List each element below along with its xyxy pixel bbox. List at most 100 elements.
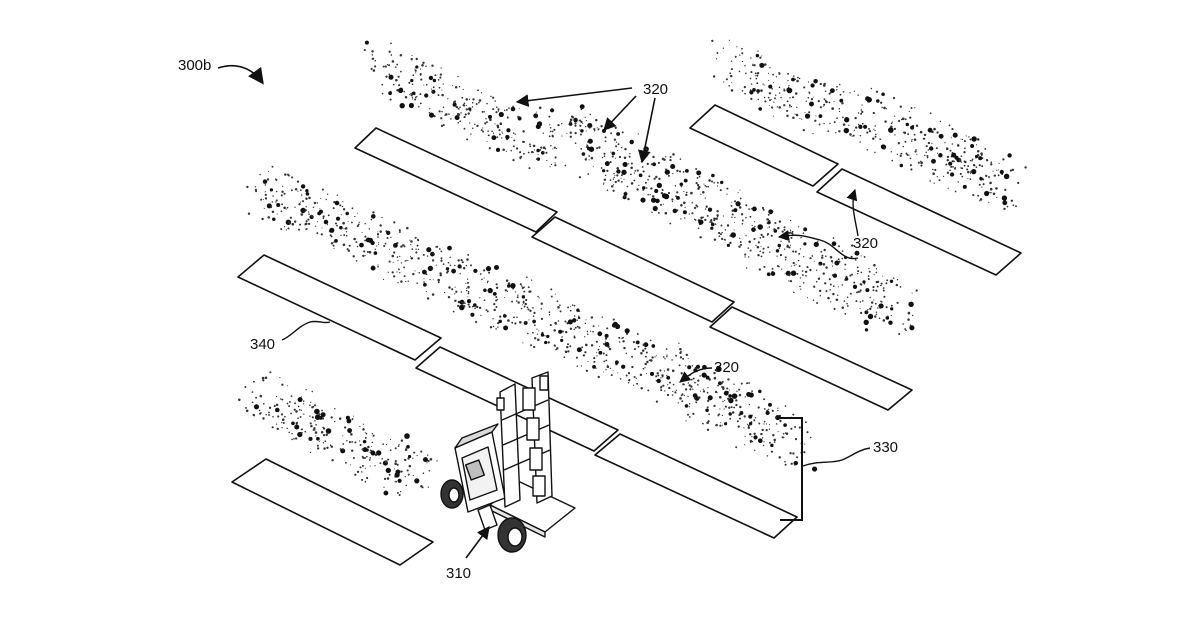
plant-point <box>610 368 611 369</box>
plant-point <box>685 169 689 173</box>
plant-point <box>322 189 324 191</box>
plant-point <box>279 377 280 378</box>
plant-point <box>704 185 706 187</box>
plant-point <box>827 130 829 132</box>
plant-point <box>950 172 954 176</box>
plant-point <box>399 494 401 496</box>
plant-point <box>619 341 620 342</box>
plant-point <box>674 391 676 393</box>
plant-point <box>572 304 573 305</box>
plant-point <box>665 156 666 157</box>
plant-point <box>851 256 853 258</box>
plant-point <box>305 198 307 200</box>
plant-point <box>776 423 778 425</box>
plant-point <box>658 178 660 180</box>
plant-point <box>598 325 599 326</box>
plant-point <box>763 248 765 250</box>
plant-point <box>760 89 763 92</box>
plant-point <box>291 433 292 434</box>
plant-point <box>864 256 866 258</box>
plant-point <box>752 225 753 226</box>
plant-point <box>586 130 587 131</box>
plant-point <box>765 411 769 415</box>
plant-point <box>697 187 699 189</box>
plant-point <box>468 293 470 295</box>
plant-point <box>516 300 518 302</box>
plant-point <box>605 360 607 362</box>
plant-point <box>773 228 775 230</box>
plant-point <box>554 322 556 324</box>
plant-point <box>757 254 759 256</box>
plant-point <box>763 423 764 424</box>
plant-point <box>689 379 690 380</box>
plant-point <box>656 401 658 403</box>
plant-point <box>598 146 600 148</box>
plant-point <box>498 108 500 110</box>
plant-point <box>886 306 888 308</box>
plant-point <box>440 67 441 68</box>
plant-point <box>638 185 639 186</box>
plant-point <box>603 184 604 185</box>
plant-point <box>932 169 933 170</box>
plant-point <box>288 405 290 407</box>
plant-point <box>610 161 612 163</box>
plant-point <box>334 239 338 243</box>
plant-point <box>767 246 769 248</box>
plant-point <box>697 379 699 381</box>
plant-point <box>588 139 593 144</box>
plant-point <box>664 194 670 200</box>
plant-point <box>729 389 730 390</box>
plant-point <box>587 333 589 335</box>
plant-point <box>540 146 542 148</box>
plant-point <box>792 414 794 416</box>
plant-point <box>778 456 780 458</box>
plant-point <box>805 113 810 118</box>
plant-point <box>744 444 745 445</box>
plant-point <box>408 82 410 84</box>
plant-point <box>535 117 536 118</box>
plant-point <box>643 344 646 347</box>
plant-point <box>882 276 883 277</box>
plant-point <box>876 311 877 312</box>
plant-point <box>276 199 278 201</box>
plant-point <box>629 140 633 144</box>
plant-point <box>436 460 437 461</box>
plant-point <box>616 169 620 173</box>
plant-point <box>976 144 977 145</box>
plant-point <box>763 266 765 268</box>
plant-point <box>272 201 274 203</box>
plant-point <box>798 260 799 261</box>
plant-point <box>762 207 764 209</box>
plant-point <box>966 169 968 171</box>
plant-point <box>653 206 658 211</box>
plant-point <box>355 241 357 243</box>
plant-point <box>324 220 328 224</box>
plant-point <box>706 422 709 425</box>
plant-point <box>689 406 690 407</box>
plant-point <box>352 207 354 209</box>
plant-point <box>390 439 391 440</box>
plant-point <box>728 412 731 415</box>
plant-point <box>746 392 751 397</box>
plant-point <box>377 264 378 265</box>
plant-point <box>823 83 826 86</box>
plant-point <box>449 257 450 258</box>
plant-point <box>915 151 917 153</box>
plant-point <box>398 84 400 86</box>
plant-point <box>788 246 790 248</box>
plant-point <box>291 395 293 397</box>
plant-point <box>738 425 740 427</box>
plant-point <box>1011 200 1013 202</box>
plant-point <box>803 129 805 131</box>
plant-point <box>948 188 949 189</box>
plant-point <box>365 481 367 483</box>
plant-point <box>302 200 304 202</box>
plant-point <box>868 275 870 277</box>
plant-point <box>496 124 499 127</box>
plant-point <box>748 241 751 244</box>
plant-point <box>339 417 342 420</box>
plant-point <box>631 163 633 165</box>
plant-point <box>538 154 539 155</box>
plant-point <box>716 214 718 216</box>
plant-point <box>282 418 285 421</box>
